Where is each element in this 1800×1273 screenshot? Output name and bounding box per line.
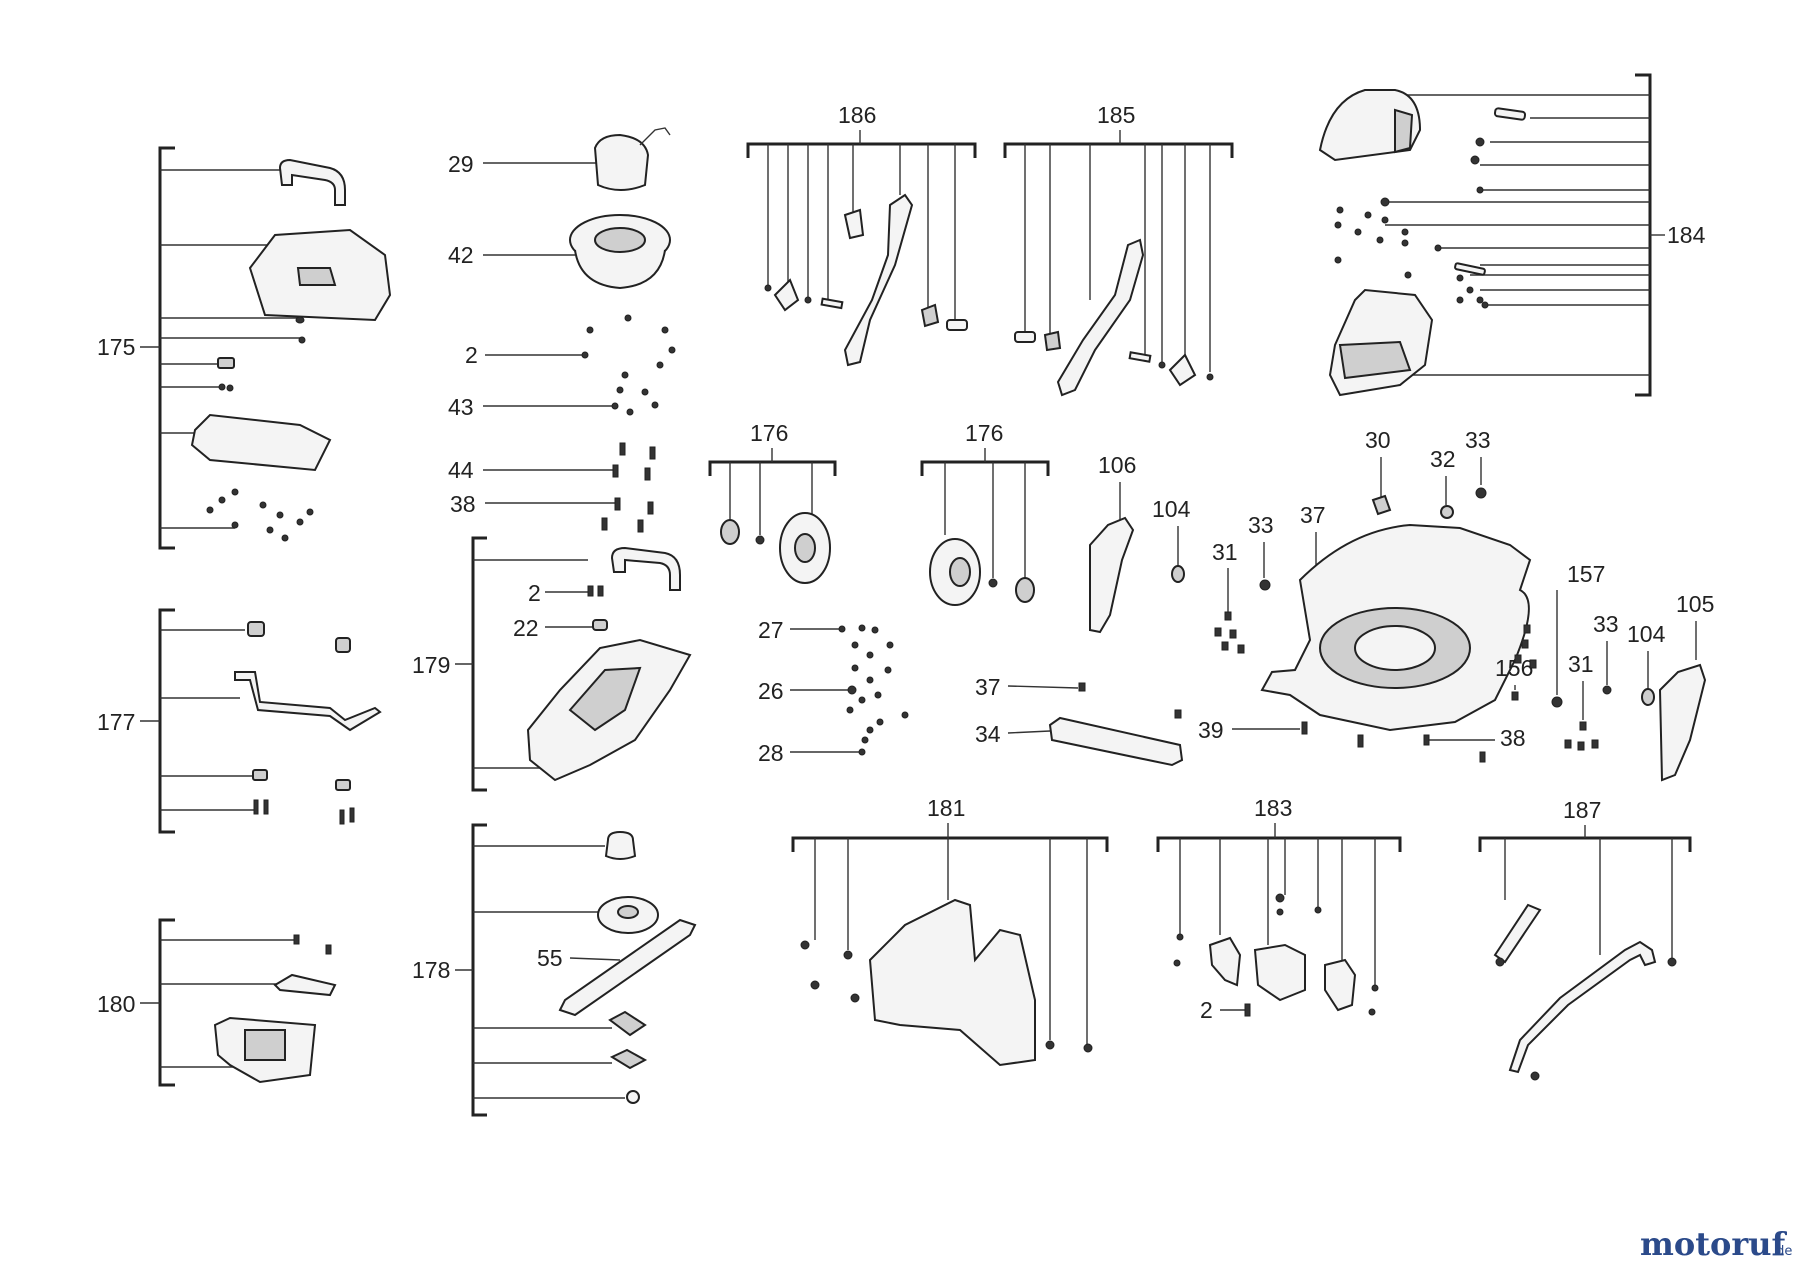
label-37a: 37 xyxy=(1300,502,1326,528)
label-104a: 104 xyxy=(1152,496,1191,522)
plate-105-part xyxy=(1658,663,1707,782)
group-176-left: 176 xyxy=(708,420,837,584)
label-39: 39 xyxy=(1198,717,1224,743)
group-180: 180 xyxy=(97,918,337,1087)
label-38a: 38 xyxy=(450,491,476,517)
deck-area: 104 31 33 37 30 32 33 157 33 104 105 xyxy=(975,427,1714,782)
motor-part xyxy=(593,133,650,191)
motor-column: 29 42 2 43 44 38 xyxy=(448,127,676,533)
label-38b: 38 xyxy=(1500,725,1526,751)
label-106: 106 xyxy=(1098,452,1136,478)
label-37b: 37 xyxy=(975,674,1001,700)
label-42: 42 xyxy=(448,242,474,268)
label-31b: 31 xyxy=(1568,651,1594,677)
group-177: 177 xyxy=(97,608,382,834)
group-187: 187 xyxy=(1478,797,1692,1081)
group-small-fasteners: 27 26 28 xyxy=(758,617,909,766)
label-177: 177 xyxy=(97,709,135,735)
label-157: 157 xyxy=(1567,561,1605,587)
group-181: 181 xyxy=(791,795,1109,1067)
rod-187-part xyxy=(1508,940,1657,1074)
group-185: 185 xyxy=(1003,102,1234,397)
label-184: 184 xyxy=(1667,222,1706,248)
latch-center-part xyxy=(1253,943,1306,1002)
label-2c: 2 xyxy=(1200,997,1213,1023)
watermark-suffix: .de xyxy=(1772,1244,1792,1259)
label-187: 187 xyxy=(1563,797,1601,823)
latch-left-part xyxy=(1208,936,1242,987)
axle-part xyxy=(234,671,382,732)
group-184: 184 xyxy=(1318,73,1706,397)
label-176b: 176 xyxy=(965,420,1003,446)
bar-34-part xyxy=(1048,716,1184,767)
label-34: 34 xyxy=(975,721,1001,747)
group-186: 186 xyxy=(746,102,977,367)
label-156: 156 xyxy=(1495,655,1533,681)
label-179: 179 xyxy=(412,652,450,678)
label-30: 30 xyxy=(1365,427,1391,453)
group-178: 178 55 xyxy=(412,823,697,1117)
blade-part xyxy=(558,918,697,1017)
label-2a: 2 xyxy=(465,342,478,368)
plate-106-part xyxy=(1089,516,1135,634)
group-176-right: 176 xyxy=(920,420,1050,606)
label-104b: 104 xyxy=(1627,621,1666,647)
label-55: 55 xyxy=(537,945,563,971)
label-44: 44 xyxy=(448,457,474,483)
label-2b: 2 xyxy=(528,580,541,606)
label-22: 22 xyxy=(513,615,539,641)
label-26: 26 xyxy=(758,678,784,704)
watermark: motoruf .de xyxy=(1640,1225,1792,1263)
label-33a: 33 xyxy=(1248,512,1274,538)
label-33b: 33 xyxy=(1465,427,1491,453)
label-43: 43 xyxy=(448,394,474,420)
label-178: 178 xyxy=(412,957,450,983)
label-185: 185 xyxy=(1097,102,1135,128)
label-105: 105 xyxy=(1676,591,1714,617)
group-183: 183 2 xyxy=(1156,795,1402,1023)
label-32: 32 xyxy=(1430,446,1456,472)
label-181: 181 xyxy=(927,795,965,821)
group-106: 106 xyxy=(1089,452,1136,634)
label-176a: 176 xyxy=(750,420,788,446)
label-186: 186 xyxy=(838,102,876,128)
guard-181-part xyxy=(868,898,1036,1067)
group-175: 175 xyxy=(97,146,392,550)
tray-part xyxy=(190,413,332,472)
spring-part xyxy=(1493,903,1542,964)
handle-179-part xyxy=(610,546,681,591)
label-180: 180 xyxy=(97,991,135,1017)
handle-bar-186-part xyxy=(843,193,914,367)
label-33c: 33 xyxy=(1593,611,1619,637)
label-28: 28 xyxy=(758,740,784,766)
watermark-brand: motoruf xyxy=(1640,1225,1787,1263)
label-175: 175 xyxy=(97,334,135,360)
label-31a: 31 xyxy=(1212,539,1238,565)
handle-part xyxy=(278,158,346,206)
group-179: 179 2 22 xyxy=(412,536,692,792)
label-27: 27 xyxy=(758,617,784,643)
label-29: 29 xyxy=(448,151,474,177)
label-183: 183 xyxy=(1254,795,1292,821)
handle-bar-185-part xyxy=(1056,238,1145,397)
latch-right-part xyxy=(1324,958,1357,1012)
